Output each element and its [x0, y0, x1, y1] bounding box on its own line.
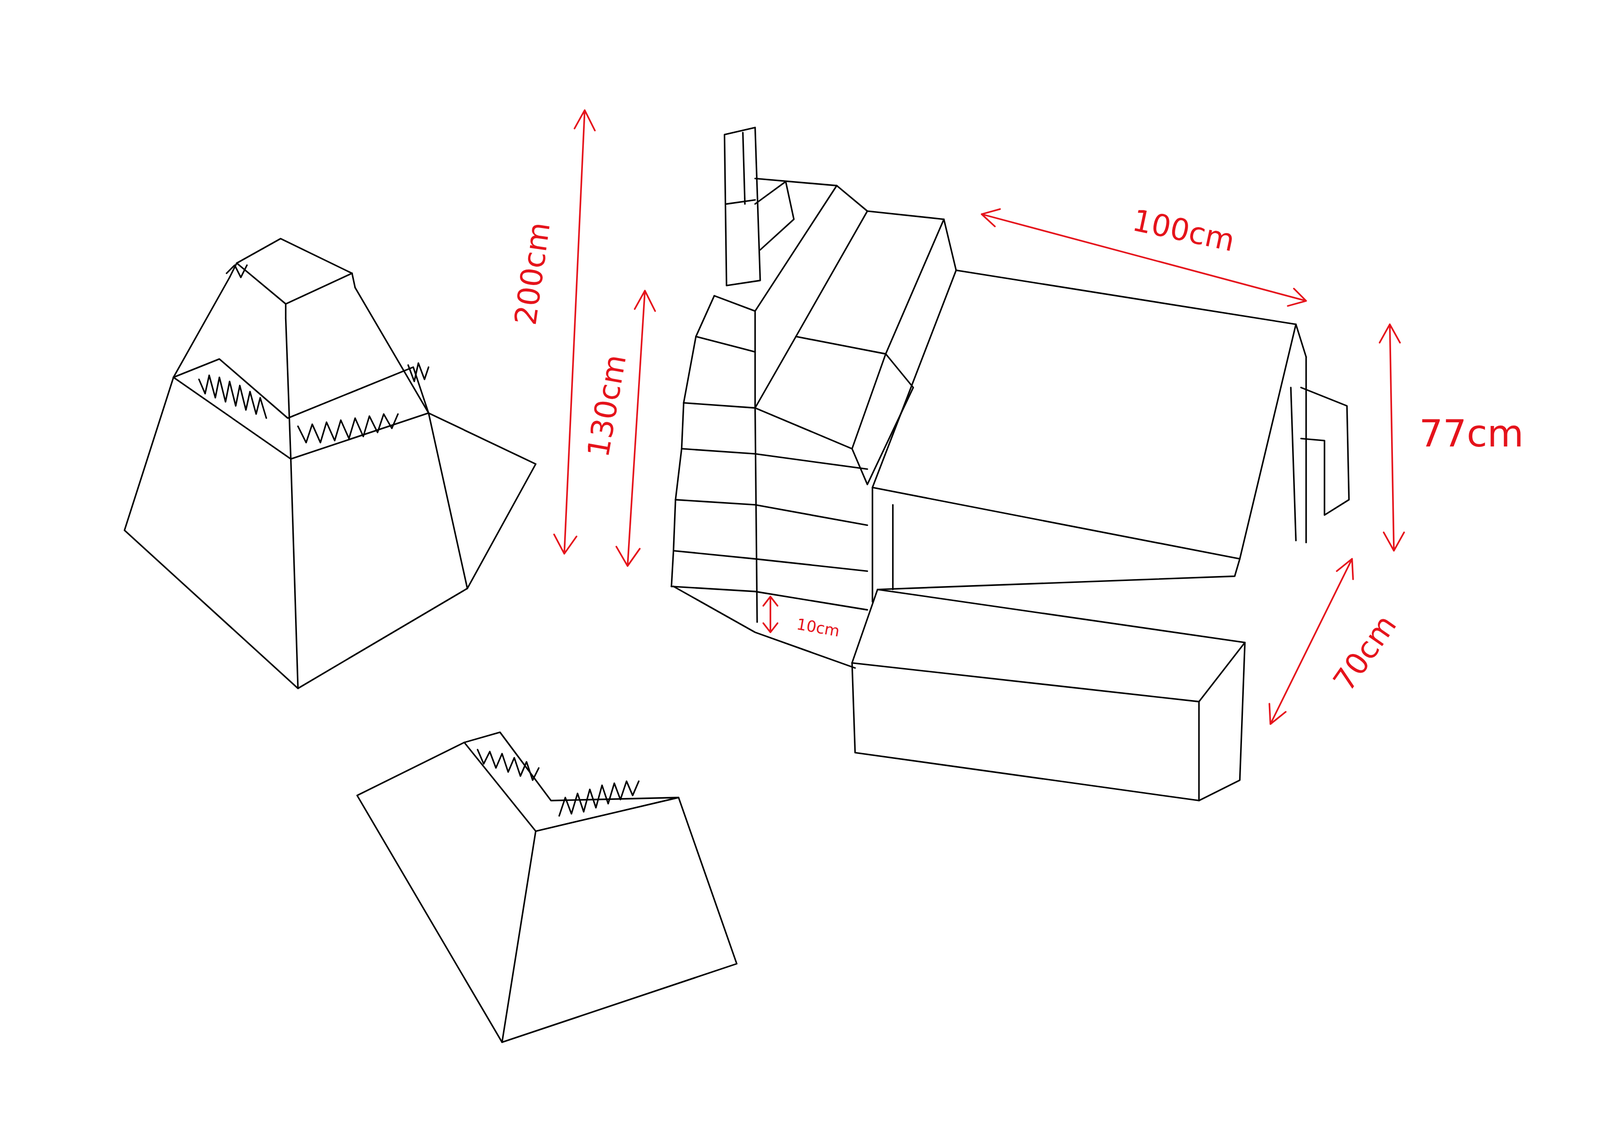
dimension-label: 10cm	[795, 616, 842, 639]
sofa-drawing	[671, 127, 1350, 801]
ottoman-drawing	[124, 238, 536, 689]
dimension-label: 77cm	[1418, 415, 1524, 453]
dimension-label: 70cm	[1328, 609, 1402, 697]
dimension-label: 100cm	[1130, 205, 1238, 257]
dimension-label: 130cm	[583, 352, 631, 460]
dimension-label: 200cm	[510, 220, 555, 328]
chair-drawing	[357, 732, 737, 1043]
dimension-arrows	[554, 110, 1405, 725]
